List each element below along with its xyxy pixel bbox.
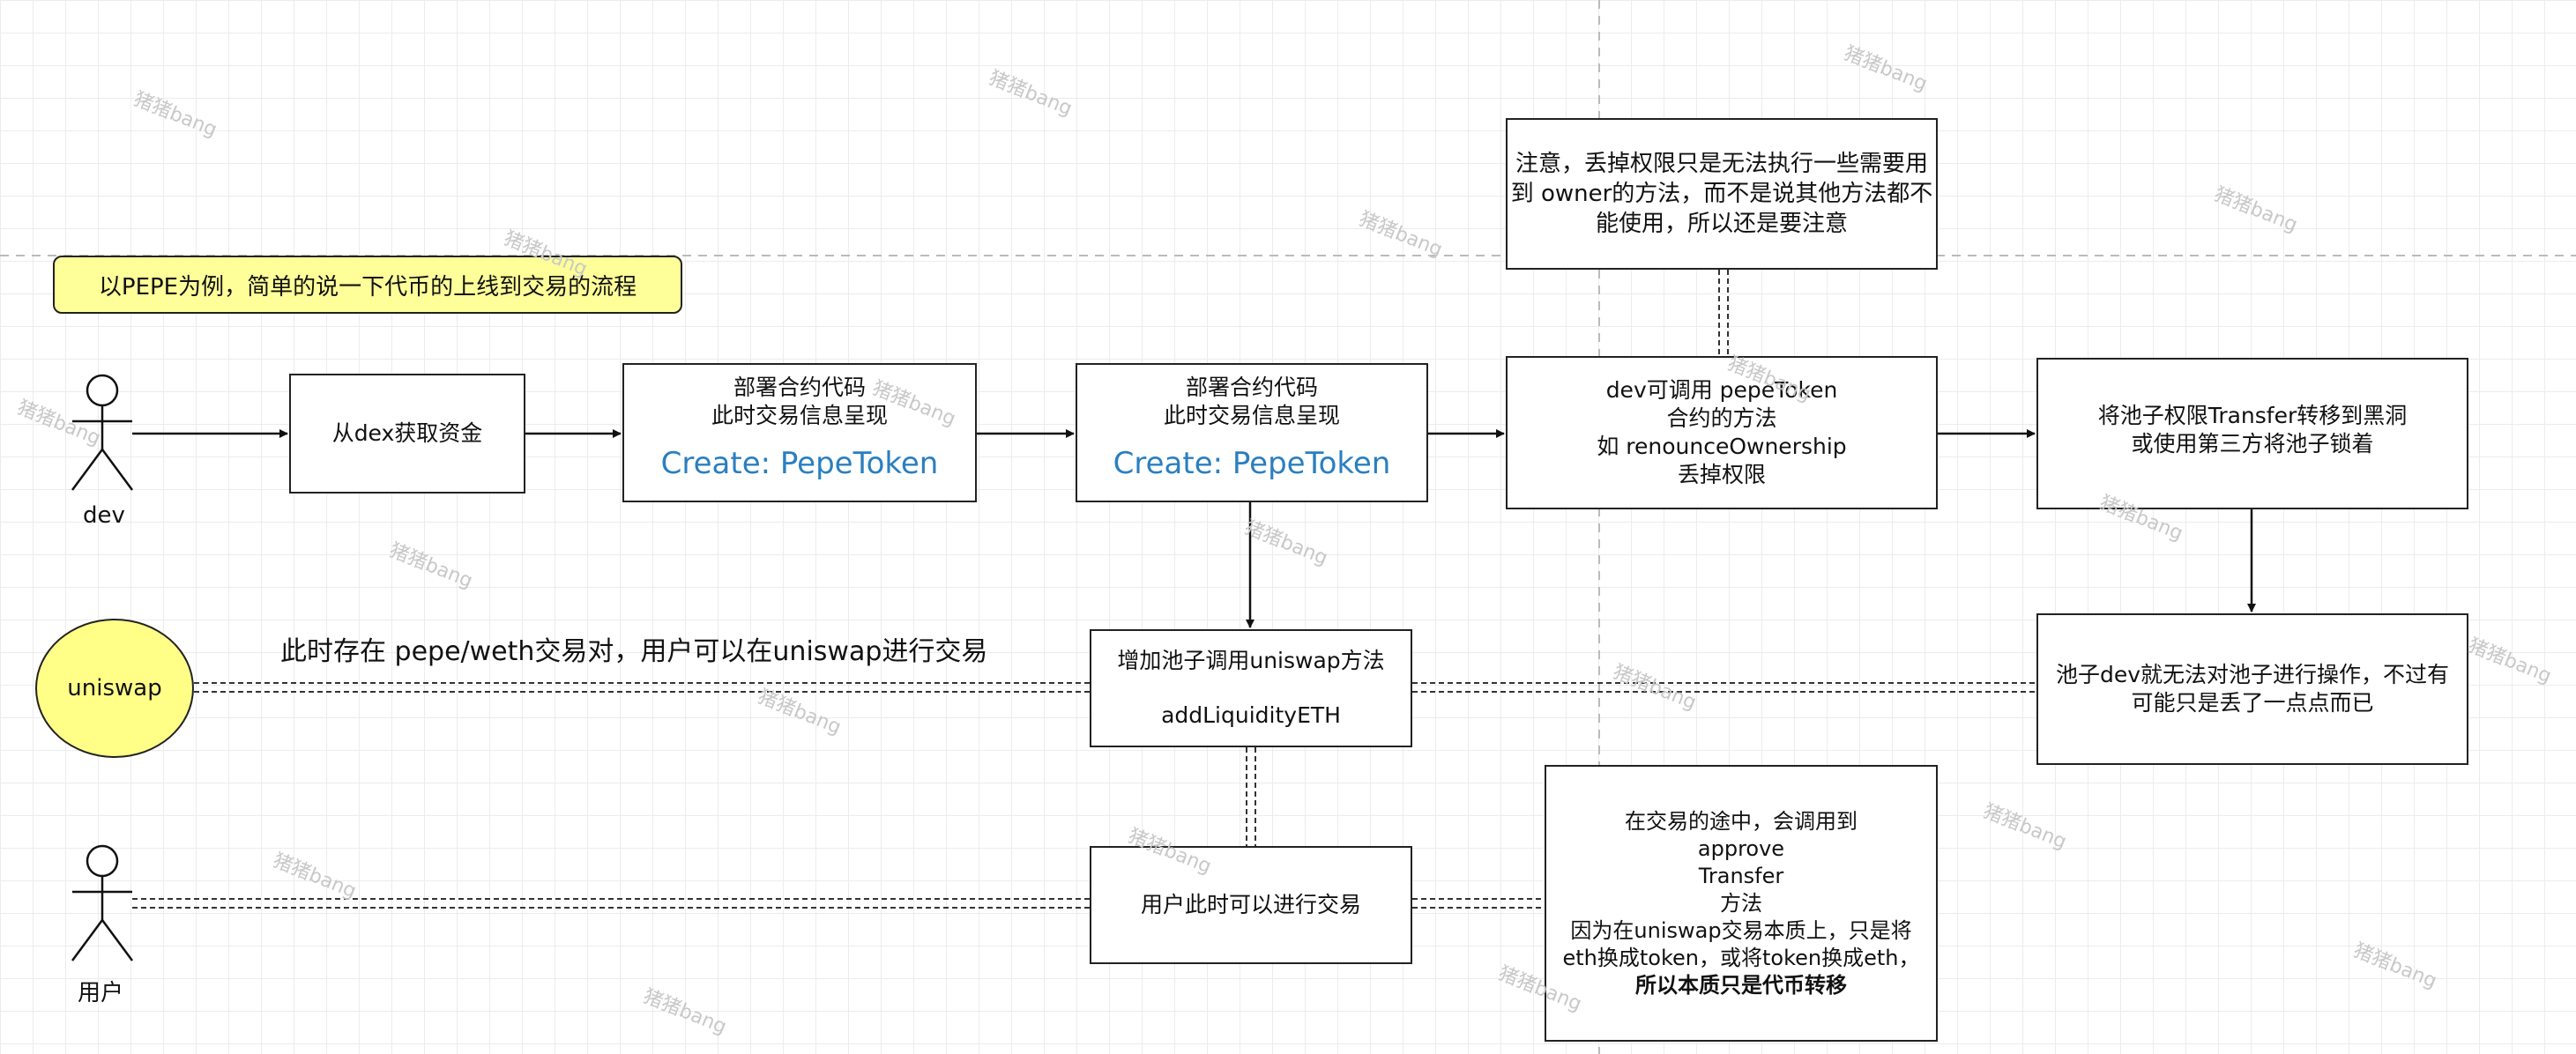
box-user-trade: 用户此时可以进行交易 xyxy=(1090,846,1412,964)
uniswap-label: uniswap xyxy=(67,675,162,701)
box-get-funds-text: 从dex获取资金 xyxy=(331,420,483,446)
box-attention: 注意，丢掉权限只是无法执行一些需要用 到 owner的方法，而不是说其他方法都不… xyxy=(1506,118,1938,270)
box-transfer-pool: 将池子权限Transfer转移到黑洞 或使用第三方将池子锁着 xyxy=(2036,358,2468,509)
dev-actor-figure xyxy=(71,374,134,491)
box-add-liquidity: 增加池子调用uniswap方法 addLiquidityETH xyxy=(1090,629,1412,747)
box-dev-calls: dev可调用 pepeToken 合约的方法 如 renounceOwnersh… xyxy=(1506,356,1938,509)
box-pool-dev: 池子dev就无法对池子进行操作，不过有 可能只是丢了一点点而已 xyxy=(2036,613,2468,765)
double-dashed-links xyxy=(132,270,2036,909)
title-note-text: 以PEPE为例，简单的说一下代币的上线到交易的流程 xyxy=(98,273,637,301)
box-deploy-2: 部署合约代码 此时交易信息呈现 Create: PepeToken xyxy=(1076,363,1428,502)
box-deploy-1: 部署合约代码 此时交易信息呈现 Create: PepeToken xyxy=(622,363,977,502)
dev-actor-label: dev xyxy=(83,502,125,529)
user-actor-label: 用户 xyxy=(78,980,124,1006)
box-get-funds: 从dex获取资金 xyxy=(289,374,525,494)
title-note: 以PEPE为例，简单的说一下代币的上线到交易的流程 xyxy=(53,256,682,314)
uniswap-node: uniswap xyxy=(35,619,194,758)
pair-text: 此时存在 pepe/weth交易对，用户可以在uniswap进行交易 xyxy=(280,636,988,667)
create-pepetoken-label-1: Create: PepeToken xyxy=(660,446,939,481)
create-pepetoken-label-2: Create: PepeToken xyxy=(1113,446,1391,481)
user-actor-figure xyxy=(71,844,134,961)
box-trade-detail: 在交易的途中，会调用到 approve Transfer 方法 因为在unisw… xyxy=(1545,765,1938,1042)
